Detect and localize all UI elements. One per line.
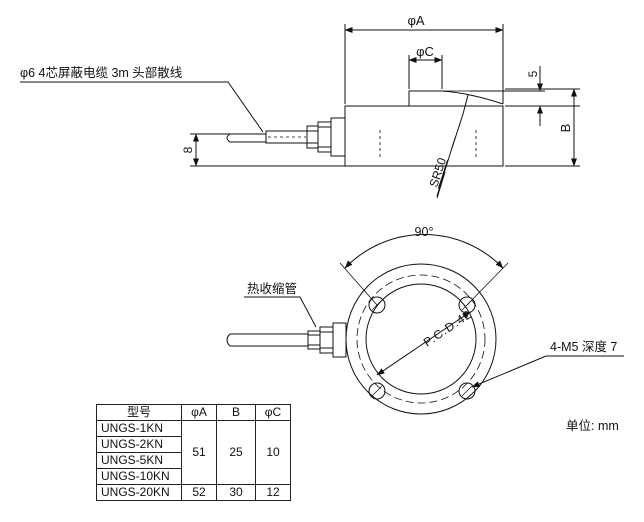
header-model: 型号 — [96, 404, 182, 421]
label-dim-c: φC — [416, 44, 434, 59]
model-cell: UNGS-2KN — [96, 436, 182, 453]
header-b: B — [216, 404, 256, 421]
mount-hole-bl — [368, 382, 386, 400]
cell-a-group2: 52 — [181, 484, 217, 501]
cell-a-group1: 51 — [181, 420, 217, 485]
load-button-side — [408, 90, 504, 106]
angle-arc — [344, 234, 504, 269]
cell-c-group1: 10 — [255, 420, 291, 485]
spec-table: 型号 φA B φC UNGS-1KN 51 25 10 UNGS-2KN UN… — [96, 404, 291, 501]
pcd-dim-line — [376, 311, 471, 376]
label-holes: 4-M5 深度 7 — [550, 339, 617, 354]
label-heat-shrink: 热收缩管 — [247, 281, 297, 296]
top-view — [226, 234, 624, 415]
holes-leader — [471, 355, 624, 388]
heat-shrink-leader — [244, 296, 317, 328]
header-a: φA — [181, 404, 217, 421]
header-c: φC — [255, 404, 291, 421]
label-dim-8: 8 — [181, 146, 195, 153]
label-sr50: SR50 — [427, 156, 450, 189]
table-row: UNGS-10KN — [96, 468, 291, 485]
table-header-row: 型号 φA B φC — [96, 404, 291, 421]
model-cell: UNGS-5KN — [96, 452, 182, 469]
cell-c-group2: 12 — [255, 484, 291, 501]
pcd-circle — [356, 274, 486, 404]
model-cell: UNGS-10KN — [96, 468, 182, 485]
table-row: UNGS-20KN 52 30 12 — [96, 484, 291, 501]
label-dim-5: 5 — [526, 70, 540, 77]
cell-b-group2: 30 — [216, 484, 256, 501]
mount-hole-br — [458, 382, 476, 400]
label-angle-90: 90° — [415, 225, 434, 239]
table-row: UNGS-1KN 51 25 10 — [96, 420, 291, 485]
model-cell: UNGS-20KN — [96, 484, 182, 501]
table-row: UNGS-2KN — [96, 436, 291, 453]
sr50-leader — [436, 94, 469, 197]
label-pcd: P.C.D.42 — [421, 307, 475, 349]
side-view — [20, 24, 580, 199]
label-dim-b: B — [558, 124, 573, 133]
label-dim-a: φA — [407, 13, 424, 28]
sensor-body-side — [344, 105, 504, 167]
cable-note-leader — [20, 81, 264, 133]
cell-b-group1: 25 — [216, 420, 256, 485]
label-unit: 单位: mm — [566, 418, 619, 433]
inner-ring — [365, 283, 477, 395]
label-cable-note: φ6 4芯屏蔽电缆 3m 头部散线 — [20, 65, 183, 80]
model-cell: UNGS-1KN — [96, 420, 182, 437]
